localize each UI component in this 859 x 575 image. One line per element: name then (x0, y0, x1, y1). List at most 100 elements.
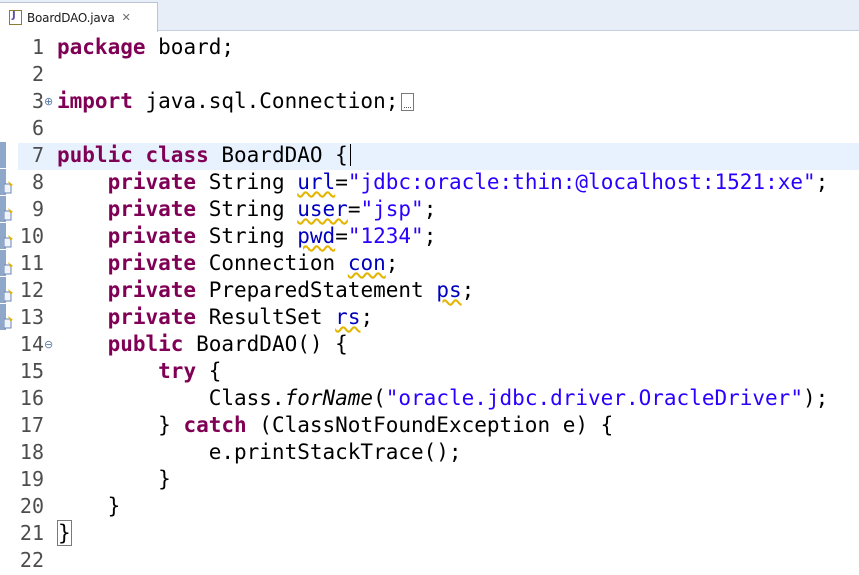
code-token: = (335, 224, 348, 248)
keyword-token: import (57, 89, 133, 113)
code-token: String (196, 197, 298, 221)
code-line[interactable]: 3⊕import java.sql.Connection; (0, 88, 859, 115)
code-line[interactable]: 8 private String url="jdbc:oracle:thin:@… (0, 169, 859, 196)
field-token: url (297, 170, 336, 194)
code-token (57, 359, 158, 383)
code-token: BoardDAO { (208, 143, 348, 167)
code-token: BoardDAO() { (183, 332, 348, 356)
code-text[interactable]: private String pwd="1234"; (57, 223, 437, 250)
code-text[interactable]: public class BoardDAO { (57, 142, 351, 169)
field-token: user (297, 197, 348, 221)
code-line[interactable]: 13 private ResultSet rs; (0, 304, 859, 331)
code-token: = (347, 197, 361, 221)
close-icon[interactable]: ✕ (121, 11, 131, 24)
line-number: 6 (31, 116, 44, 140)
code-line[interactable]: 19 } (0, 466, 859, 493)
code-token: e.printStackTrace(); (57, 440, 462, 464)
annotation-marker (0, 223, 6, 249)
code-token: String (196, 170, 298, 194)
code-text[interactable]: private String url="jdbc:oracle:thin:@lo… (57, 169, 829, 196)
field-token: con (347, 251, 386, 275)
collapsed-imports-icon[interactable] (401, 93, 415, 111)
field-marker-icon[interactable] (3, 229, 14, 248)
annotation-marker (0, 250, 6, 276)
code-text[interactable]: private PreparedStatement ps; (57, 277, 475, 304)
field-marker-icon[interactable] (3, 256, 14, 275)
keyword-token: public (57, 143, 133, 167)
line-number: 20 (19, 494, 44, 518)
string-token: "1234" (347, 224, 424, 248)
code-line[interactable]: 11 private Connection con; (0, 250, 859, 277)
annotation-marker (0, 277, 6, 303)
code-text[interactable]: } (57, 466, 171, 493)
code-token: Class. (57, 386, 285, 410)
code-token: java.sql.Connection; (132, 89, 399, 113)
code-line[interactable]: 21} (0, 520, 859, 547)
code-text[interactable]: package board; (57, 34, 234, 61)
code-text[interactable]: } (57, 520, 72, 547)
code-line[interactable]: 20 } (0, 493, 859, 520)
code-line[interactable]: 14⊖ public BoardDAO() { (0, 331, 859, 358)
code-token: } (57, 413, 184, 437)
code-token (57, 251, 108, 275)
keyword-token: try (158, 359, 197, 383)
current-line-highlight (18, 143, 859, 170)
code-token: } (57, 494, 121, 518)
code-line[interactable]: 15 try { (0, 358, 859, 385)
code-token: = (335, 170, 348, 194)
line-number: 11 (19, 251, 44, 275)
code-text[interactable]: } catch (ClassNotFoundException e) { (57, 412, 613, 439)
code-line[interactable]: 16 Class.forName("oracle.jdbc.driver.Ora… (0, 385, 859, 412)
code-line[interactable]: 1 package board; (0, 34, 859, 61)
code-token (57, 224, 108, 248)
static-method-token: forName (284, 386, 374, 410)
line-number: 16 (19, 386, 44, 410)
code-text[interactable]: Class.forName("oracle.jdbc.driver.Oracle… (57, 385, 829, 412)
overview-gutter (0, 33, 6, 575)
code-line[interactable]: 12 private PreparedStatement ps; (0, 277, 859, 304)
expand-fold-icon[interactable]: ⊕ (44, 95, 54, 108)
field-marker-icon[interactable] (3, 202, 14, 221)
code-token (57, 170, 108, 194)
editor-tab-boarddao[interactable]: J BoardDAO.java ✕ (0, 2, 158, 32)
code-line[interactable]: 9 private String user="jsp"; (0, 196, 859, 223)
code-line[interactable]: 6 (0, 115, 859, 142)
code-line[interactable]: 17 } catch (ClassNotFoundException e) { (0, 412, 859, 439)
code-text[interactable]: import java.sql.Connection; (57, 88, 415, 115)
code-line[interactable]: 22 (0, 547, 859, 574)
annotation-marker (0, 304, 6, 330)
line-number: 1 (31, 35, 44, 59)
collapse-fold-icon[interactable]: ⊖ (44, 338, 54, 351)
code-token: ; (815, 170, 829, 194)
field-marker-icon[interactable] (3, 175, 14, 194)
code-text[interactable]: try { (57, 358, 221, 385)
line-number: 19 (19, 467, 44, 491)
editor-tab-strip: J BoardDAO.java ✕ (0, 0, 859, 32)
keyword-token: private (107, 197, 197, 221)
code-token: ; (461, 278, 475, 302)
field-marker-icon[interactable] (3, 283, 14, 302)
line-number: 18 (19, 440, 44, 464)
code-line[interactable]: 10 private String pwd="1234"; (0, 223, 859, 250)
line-number: 14 (19, 332, 44, 356)
code-text[interactable]: e.printStackTrace(); (57, 439, 462, 466)
line-number: 22 (19, 548, 44, 572)
code-token: } (57, 467, 171, 491)
code-text[interactable]: private String user="jsp"; (57, 196, 437, 223)
code-text[interactable]: } (57, 493, 121, 520)
code-text[interactable]: private ResultSet rs; (57, 304, 374, 331)
code-text[interactable]: public BoardDAO() { (57, 331, 348, 358)
code-line[interactable]: 18 e.printStackTrace(); (0, 439, 859, 466)
code-token: String (196, 224, 298, 248)
keyword-token: private (107, 305, 197, 329)
line-number: 17 (19, 413, 44, 437)
line-number: 2 (31, 62, 44, 86)
field-marker-icon[interactable] (3, 310, 14, 329)
line-number: 8 (31, 170, 44, 194)
keyword-token: catch (183, 413, 247, 437)
code-token: ; (423, 224, 437, 248)
code-line[interactable]: 2 (0, 61, 859, 88)
code-text[interactable]: private Connection con; (57, 250, 399, 277)
